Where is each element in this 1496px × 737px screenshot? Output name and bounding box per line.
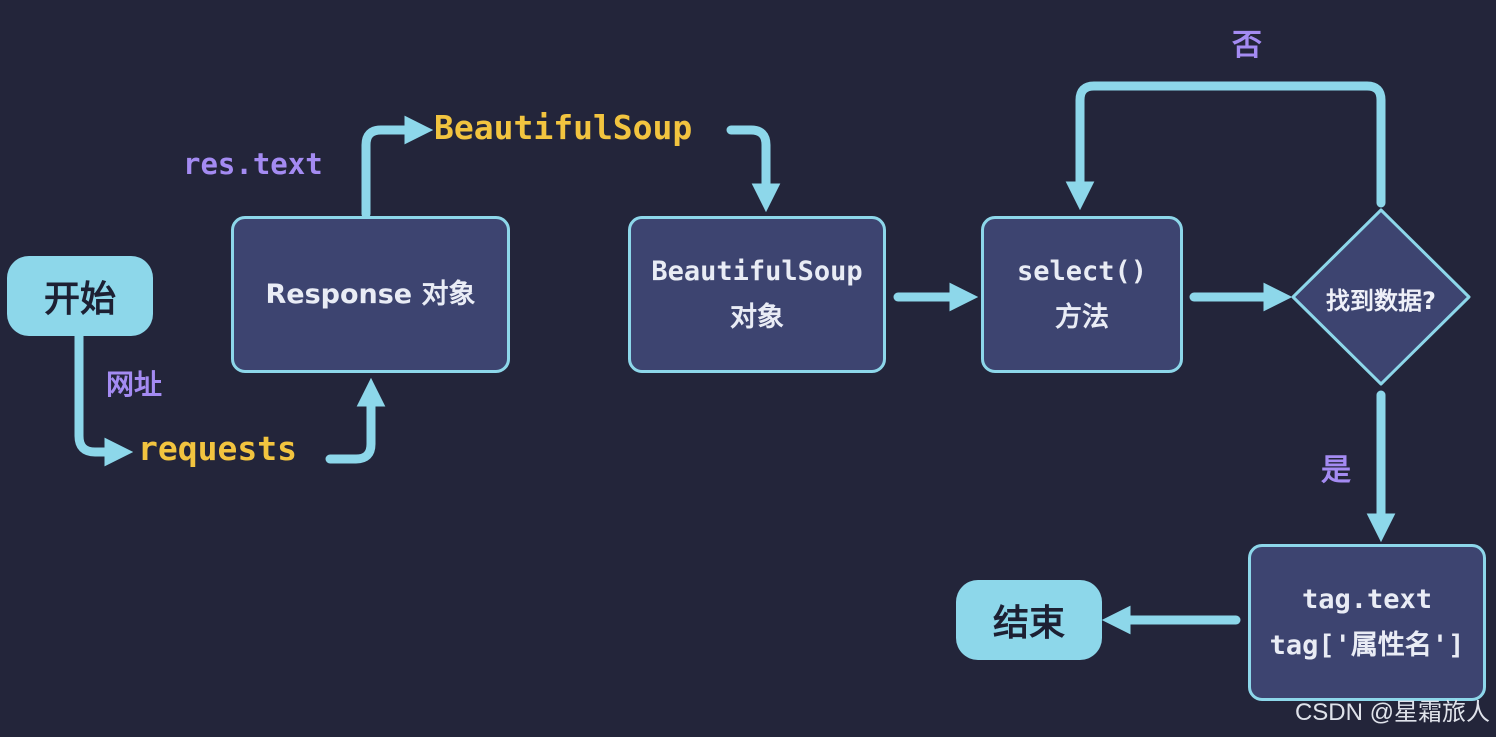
response-object-box: Response 对象 (231, 216, 510, 373)
tag-text-line1: tag.text (1301, 583, 1433, 615)
start-label: 开始 (43, 279, 116, 320)
select-method-box: select() 方法 (981, 216, 1183, 373)
beautifulsoup-label: BeautifulSoup (434, 108, 693, 147)
decision-label: 找到数据? (1326, 286, 1436, 315)
url-label: 网址 (106, 368, 163, 401)
end-label: 结束 (992, 603, 1065, 644)
res-text-label: res.text (183, 147, 323, 181)
select-method-line1: select() (1016, 255, 1148, 287)
tag-text-box: tag.text tag['属性名'] (1248, 544, 1486, 701)
tag-text-line2: tag['属性名'] (1269, 629, 1465, 661)
requests-label: requests (138, 429, 297, 468)
end-node: 结束 (956, 580, 1102, 660)
beautifulsoup-object-box: BeautifulSoup 对象 (628, 216, 886, 373)
decision-diamond (1291, 208, 1471, 386)
no-label: 否 (1232, 28, 1262, 63)
start-node: 开始 (7, 256, 153, 336)
watermark: CSDN @星霜旅人 (1294, 699, 1490, 726)
arrow-no-loop (1065, 81, 1386, 211)
arrow-response-to-beautifulsoup (361, 115, 434, 219)
arrow-beautifulsoup-to-bs-object (726, 125, 781, 213)
yes-label: 是 (1321, 453, 1351, 488)
beautifulsoup-object-line2: 对象 (730, 301, 784, 333)
response-object-label: Response 对象 (265, 278, 476, 310)
arrow-start-to-requests (74, 331, 134, 467)
select-method-line2: 方法 (1055, 301, 1109, 333)
arrow-requests-to-response (325, 377, 386, 464)
beautifulsoup-object-line1: BeautifulSoup (651, 255, 863, 287)
